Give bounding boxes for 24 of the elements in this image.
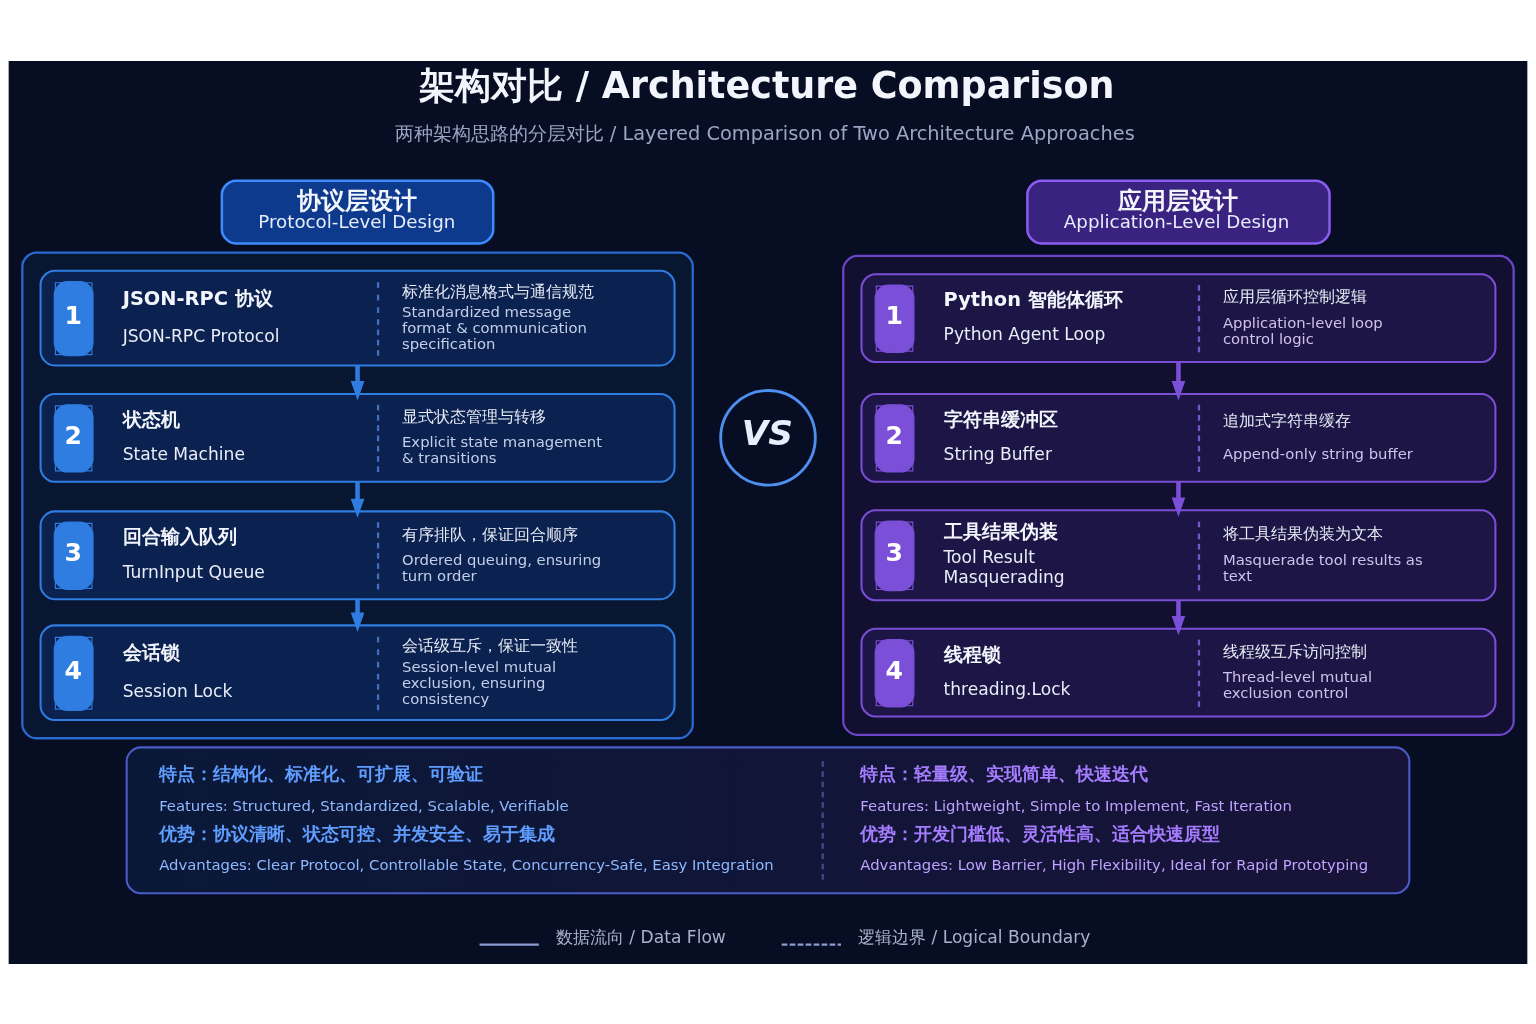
arrow — [350, 365, 365, 401]
node-box: 应用层设计 Application-Level Design — [1026, 178, 1331, 245]
arrow — [1171, 481, 1186, 517]
node-box: 1 Python 智能体循环 Python Agent Loop 应用层循环控制逻辑 Application-level loop control logic — [860, 272, 1497, 363]
node-box: 3 回合输入队列 TurnInput Queue 有序排队，保证回合顺序 Ordered queuing, ensuring turn order — [39, 509, 676, 600]
node-box: 2 字符串缓冲区 String Buffer 追加式字符串缓存 Append-only string buffer — [860, 392, 1497, 483]
legend-label: 数据流向 / Data Flow — [555, 926, 726, 947]
arrow — [1171, 361, 1186, 401]
arrow — [1171, 600, 1186, 635]
node-circle: VS — [719, 388, 817, 487]
node-box: 3 工具结果伪装 Tool Result Masquerading 将工具结果伪装为文本 Masquerade tool results as text — [860, 508, 1497, 601]
node-box: 协议层设计 Protocol-Level Design — [220, 178, 495, 245]
cluster — [21, 250, 694, 739]
cluster — [842, 254, 1515, 736]
arrow — [350, 598, 365, 632]
node-box: 4 线程锁 threading.Lock 线程级互斥访问控制 Thread-level mutual exclusion control — [860, 627, 1497, 718]
node-box: 4 会话锁 Session Lock 会话级互斥，保证一致性 Session-level mutual exclusion, ensuring consistency — [39, 623, 676, 721]
label: 两种架构思路的分层对比 / Layered Comparison of Two Architecture Approaches — [394, 121, 1135, 145]
node-box: 2 状态机 State Machine 显式状态管理与转移 Explicit state management & transitions — [39, 392, 676, 483]
node-box: 特点：结构化、标准化、可扩展、可验证 Features: Structured, Standardized, Scalable, Verifiable 优势：协议清晰、状态可控、并发安全、易于集成 Advantages: Clear Protocol, Controllable State, Concurrency-Safe, Easy Integration 特点：轻量级、实现简单、快速迭代 Features: Lightweight, Simple to Implement, Fast Iteration 优势：开发门槛低、灵活性高、适合快速原型 Advantages: Low Barrier, High Flexibility, Ideal for Rapid Prototyping — [125, 745, 1411, 894]
diagram-title: 架构对比 / Architecture Comparison — [419, 63, 1115, 107]
node-box: 1 JSON-RPC 协议 JSON-RPC Protocol 标准化消息格式与通信规范 Standardized message format & communication specification — [39, 269, 676, 366]
arrow — [350, 481, 365, 518]
legend-label: 逻辑边界 / Logical Boundary — [858, 926, 1091, 947]
